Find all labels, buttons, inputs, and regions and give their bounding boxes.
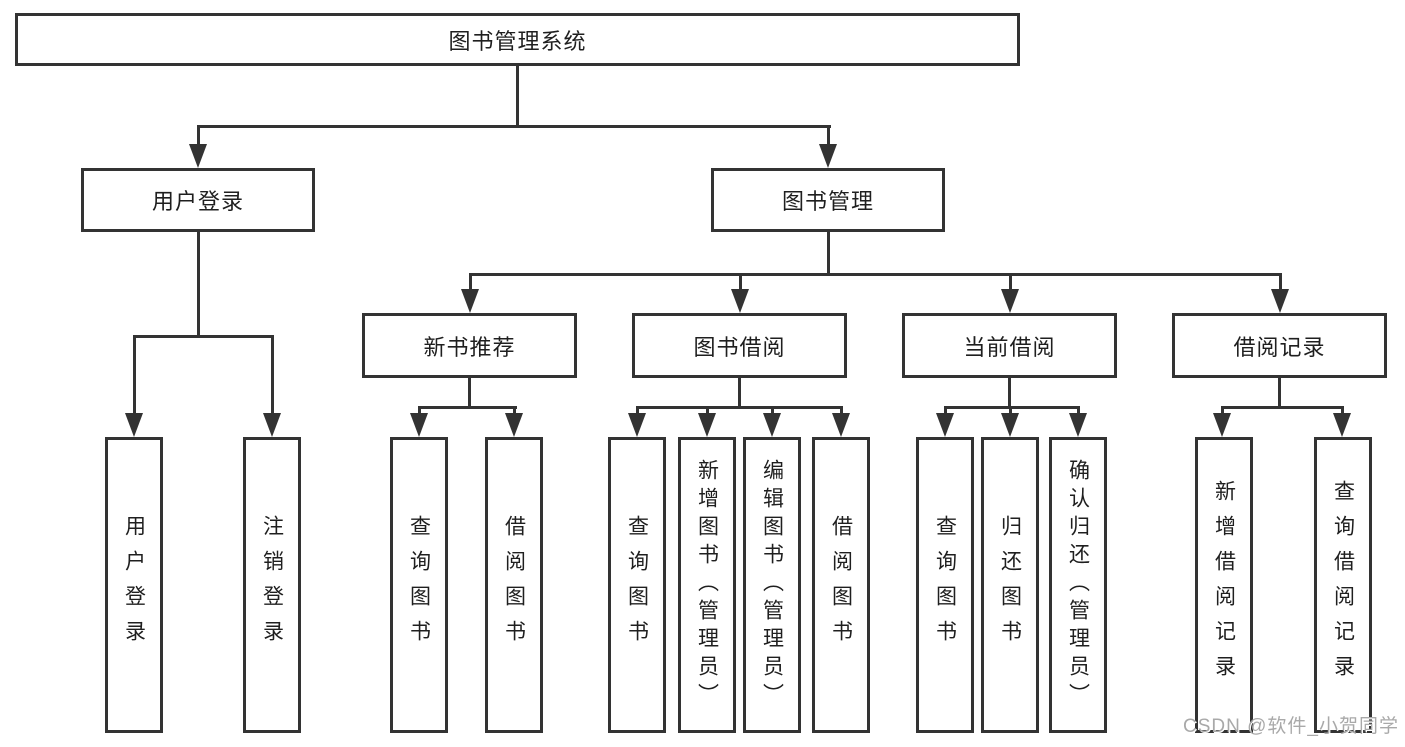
connector-level2-branch [197,125,831,128]
leaf-edit-books-admin-label: 编辑图书（管理员） [760,459,784,711]
leaf-add-borrow-record-label: 新增借阅记录 [1212,480,1236,690]
leaf-confirm-return-admin: 确认归还（管理员） [1049,437,1107,733]
connector-stem [738,378,741,409]
arrow-down-icon [1001,413,1019,437]
node-new-book-recommend: 新书推荐 [362,313,577,378]
node-library-system: 图书管理系统 [15,13,1020,66]
arrow-down-icon [189,144,207,168]
connector-arrow-stem [418,406,421,416]
arrow-down-icon [832,413,850,437]
connector-user-login-stem [197,232,200,337]
connector-arrow-stem [1077,406,1080,416]
arrow-down-icon [125,413,143,437]
node-borrow-records-label: 借阅记录 [1233,334,1326,360]
leaf-query-books-label: 查询图书 [933,515,957,655]
leaf-borrow-books-recommend: 借阅图书 [485,437,543,733]
leaf-query-books-recommend: 查询图书 [390,437,448,733]
connector-arrow-stem [771,406,774,416]
arrow-down-icon [1213,413,1231,437]
arrow-down-icon [731,289,749,313]
connector-arrow-stem [827,125,830,147]
node-book-borrow: 图书借阅 [632,313,847,378]
connector-branch [1221,406,1344,409]
node-new-book-recommend-label: 新书推荐 [423,334,516,360]
arrow-down-icon [410,413,428,437]
connector-arrow-stem [1341,406,1344,416]
leaf-edit-books-admin: 编辑图书（管理员） [743,437,801,733]
leaf-user-login-label: 用户登录 [122,515,146,655]
arrow-down-icon [936,413,954,437]
connector-stem [1008,378,1011,409]
connector-arrow-stem [636,406,639,416]
node-library-system-label: 图书管理系统 [448,28,587,54]
connector-stem [468,378,471,409]
leaf-logout-label: 注销登录 [260,515,284,655]
leaf-query-books-borrow: 查询图书 [608,437,666,733]
leaf-query-borrow-record: 查询借阅记录 [1314,437,1372,733]
arrow-down-icon [263,413,281,437]
connector-arrow-stem [1221,406,1224,416]
connector-arrow-stem [706,406,709,416]
leaf-return-books: 归还图书 [981,437,1039,733]
connector-branch [636,406,843,409]
leaf-add-borrow-record: 新增借阅记录 [1195,437,1253,733]
node-book-borrow-label: 图书借阅 [693,334,786,360]
connector-arrow-stem [469,273,472,291]
node-book-management: 图书管理 [711,168,945,232]
arrow-down-icon [461,289,479,313]
connector-stem [1278,378,1281,409]
connector-branch [418,406,517,409]
arrow-down-icon [1271,289,1289,313]
connector-arrow-stem [739,273,742,291]
leaf-borrow-books-label: 借阅图书 [829,515,853,655]
connector-level3-branch [469,273,1282,276]
leaf-add-books-admin-label: 新增图书（管理员） [695,459,719,711]
node-user-login-label: 用户登录 [151,189,244,214]
node-current-borrow: 当前借阅 [902,313,1117,378]
connector-root-stem [516,66,519,127]
connector-arrow-stem [840,406,843,416]
connector-user-login-branch [133,335,274,338]
connector-branch [944,406,1080,409]
node-book-management-label: 图书管理 [781,189,874,214]
node-borrow-records: 借阅记录 [1172,313,1387,378]
arrow-down-icon [763,413,781,437]
connector-arrow-stem [1279,273,1282,291]
connector-arrow-stem [271,335,274,415]
connector-arrow-stem [1009,273,1012,291]
arrow-down-icon [1333,413,1351,437]
leaf-add-books-admin: 新增图书（管理员） [678,437,736,733]
leaf-return-books-label: 归还图书 [998,515,1022,655]
csdn-watermark: CSDN @软件_小贺同学 [1183,716,1399,737]
leaf-confirm-return-admin-label: 确认归还（管理员） [1066,459,1090,711]
connector-book-mgmt-stem [827,232,830,275]
leaf-borrow-books-label: 借阅图书 [502,515,526,655]
leaf-query-books-label: 查询图书 [625,515,649,655]
connector-arrow-stem [1009,406,1012,416]
connector-arrow-stem [197,125,200,147]
arrow-down-icon [698,413,716,437]
arrow-down-icon [1069,413,1087,437]
arrow-down-icon [505,413,523,437]
leaf-borrow-books: 借阅图书 [812,437,870,733]
connector-arrow-stem [513,406,516,416]
leaf-query-books-label: 查询图书 [407,515,431,655]
arrow-down-icon [1001,289,1019,313]
arrow-down-icon [628,413,646,437]
node-current-borrow-label: 当前借阅 [963,334,1056,360]
connector-arrow-stem [944,406,947,416]
leaf-user-login: 用户登录 [105,437,163,733]
arrow-down-icon [819,144,837,168]
leaf-logout: 注销登录 [243,437,301,733]
connector-arrow-stem [133,335,136,415]
leaf-query-books-current: 查询图书 [916,437,974,733]
leaf-query-borrow-record-label: 查询借阅记录 [1331,480,1355,690]
node-user-login: 用户登录 [81,168,315,232]
